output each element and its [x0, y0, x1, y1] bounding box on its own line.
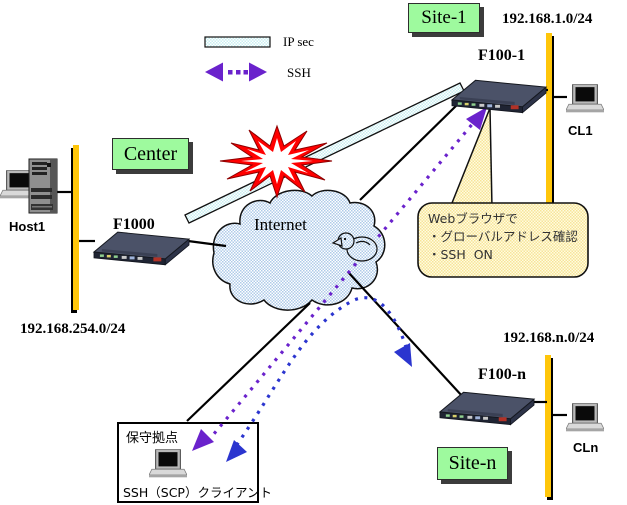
maintenance-title: 保守拠点 [126, 431, 179, 446]
maintenance-caption: SSH（SCP）クライアント [123, 485, 272, 500]
lan-bar-site1 [546, 33, 552, 230]
legend-ssh-label: SSH [287, 65, 311, 80]
internet-cloud [212, 189, 386, 311]
legend-ipsec-swatch [204, 36, 271, 48]
siten-site-label-text: Site-n [448, 452, 497, 474]
internet-label: Internet [254, 215, 307, 234]
center-network-label: 192.168.254.0/24 [20, 321, 126, 337]
host1-tower-icon [27, 158, 59, 216]
router-f100-1-icon [450, 76, 548, 116]
cl1-laptop-icon [566, 84, 604, 115]
legend-ipsec-label: IP sec [283, 34, 314, 49]
callout-line2: ・グローバルアドレス確認 [428, 229, 578, 244]
maintenance-box: 保守拠点 SSH（SCP）クライアント [117, 422, 272, 503]
site1-network-label: 192.168.1.0/24 [502, 11, 593, 27]
tunnel-broken-explosion [219, 124, 333, 199]
legend-ssh-arrow [205, 62, 267, 82]
router-f1000-icon [92, 228, 191, 268]
f100-1-label: F100-1 [478, 47, 526, 64]
ipsec-tunnel [184, 82, 465, 224]
cln-laptop-icon [566, 403, 604, 434]
callout-line3: ・SSH ON [428, 247, 493, 262]
callout-line1: Webブラウザで [428, 211, 518, 226]
router-f100-n-icon [438, 388, 536, 428]
center-site-label: Center [112, 138, 189, 170]
f1000-label: F1000 [113, 216, 155, 233]
siten-site-label: Site-n [437, 447, 508, 480]
lan-bar-siten [545, 355, 551, 497]
bird-icon [331, 232, 378, 262]
center-site-label-text: Center [123, 142, 178, 165]
siten-network-label: 192.168.n.0/24 [503, 330, 595, 346]
f100-n-label: F100-n [478, 366, 526, 383]
site1-site-label-text: Site-1 [421, 7, 467, 28]
cln-label: CLn [573, 440, 599, 455]
cl1-label: CL1 [568, 123, 593, 138]
maintenance-laptop-icon [149, 449, 187, 480]
host1-label: Host1 [9, 219, 46, 234]
lan-bar-center [73, 145, 79, 310]
site1-site-label: Site-1 [408, 3, 480, 33]
